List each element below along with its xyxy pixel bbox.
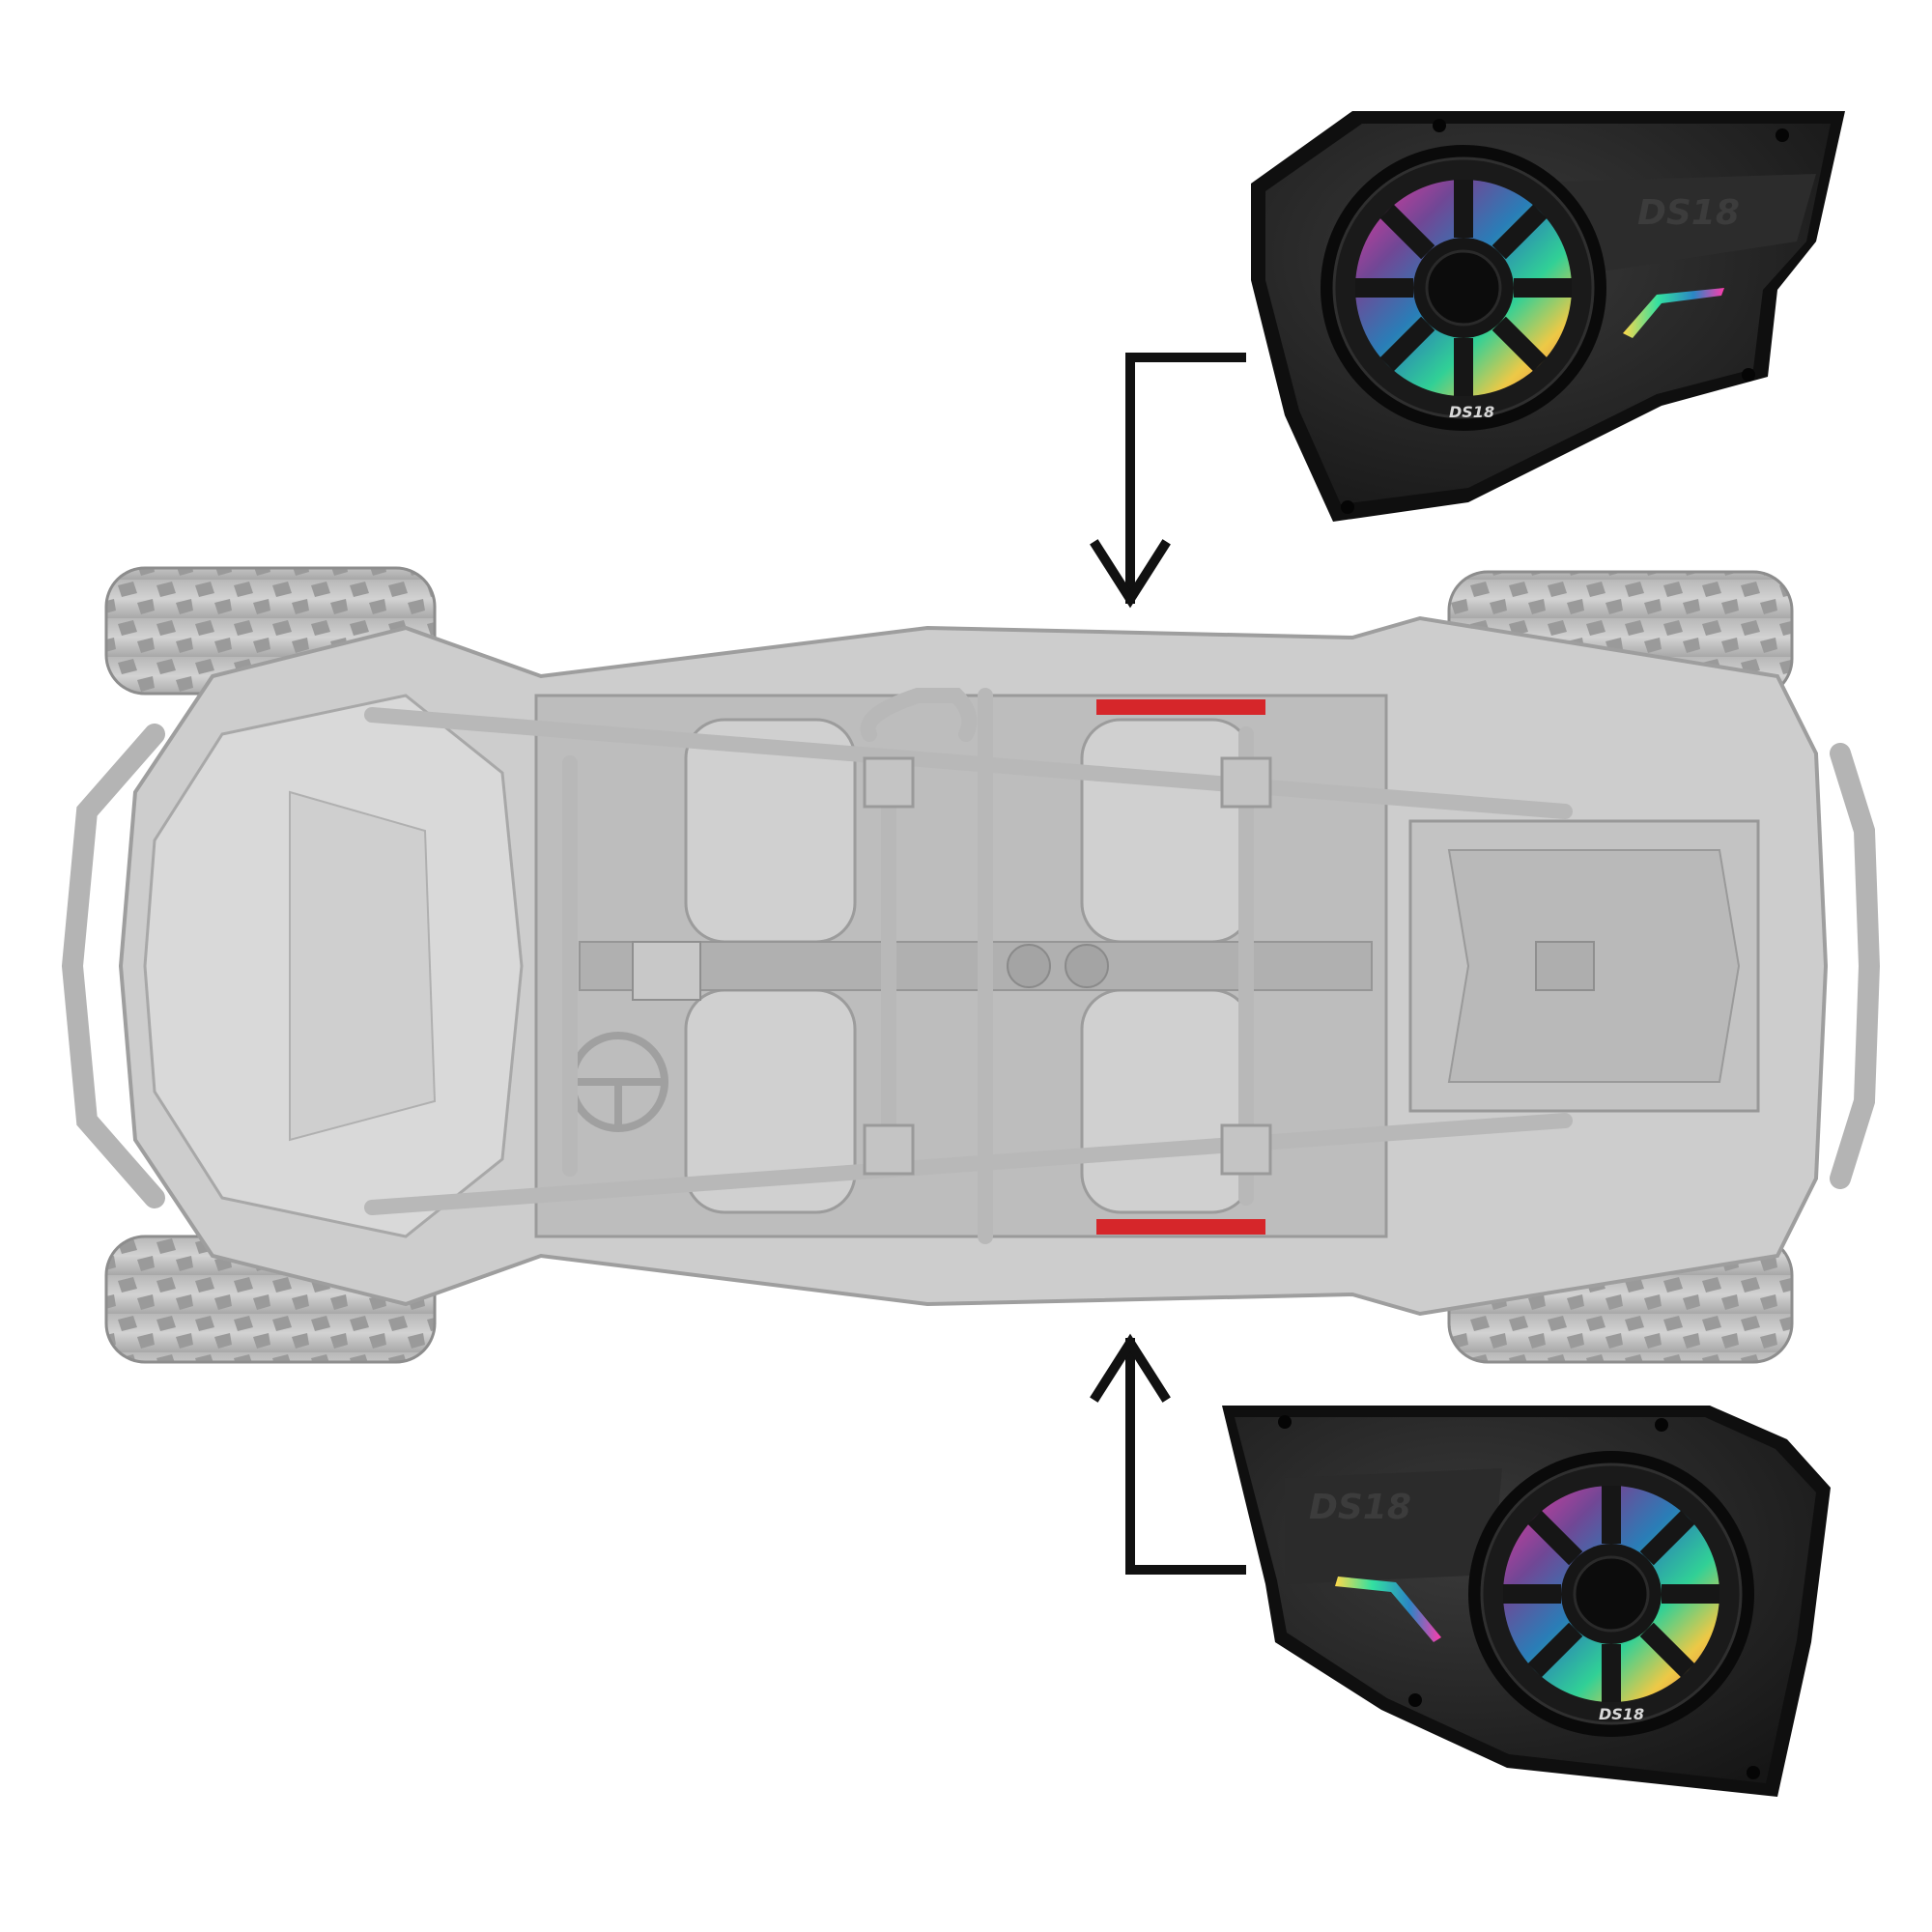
brand-logo-bottom: DS18 bbox=[1309, 1488, 1411, 1527]
speaker-pod-top: DS18 DS18 bbox=[1251, 111, 1845, 522]
front-bumper bbox=[61, 724, 165, 1208]
speaker-pod-bottom: DS18 DS18 bbox=[1222, 1406, 1831, 1797]
woofer-logo-top: DS18 bbox=[1449, 403, 1494, 421]
arrow-down-icon bbox=[1090, 353, 1246, 609]
rgb-accent-bar-bottom bbox=[1335, 1577, 1441, 1642]
speaker-woofer-top: DS18 bbox=[1321, 145, 1606, 431]
mount-marker-bottom bbox=[1096, 1219, 1265, 1235]
woofer-logo-bottom: DS18 bbox=[1599, 1705, 1644, 1723]
arrow-up-icon bbox=[1090, 1333, 1246, 1575]
mount-marker-top bbox=[1096, 699, 1265, 715]
brand-logo-top: DS18 bbox=[1637, 193, 1740, 233]
rgb-accent-bar-top bbox=[1623, 288, 1724, 338]
rear-bumper bbox=[1830, 743, 1881, 1189]
utv-vehicle bbox=[61, 566, 1881, 1364]
roll-cage bbox=[364, 688, 1573, 1244]
speaker-woofer-bottom: DS18 bbox=[1468, 1451, 1754, 1737]
